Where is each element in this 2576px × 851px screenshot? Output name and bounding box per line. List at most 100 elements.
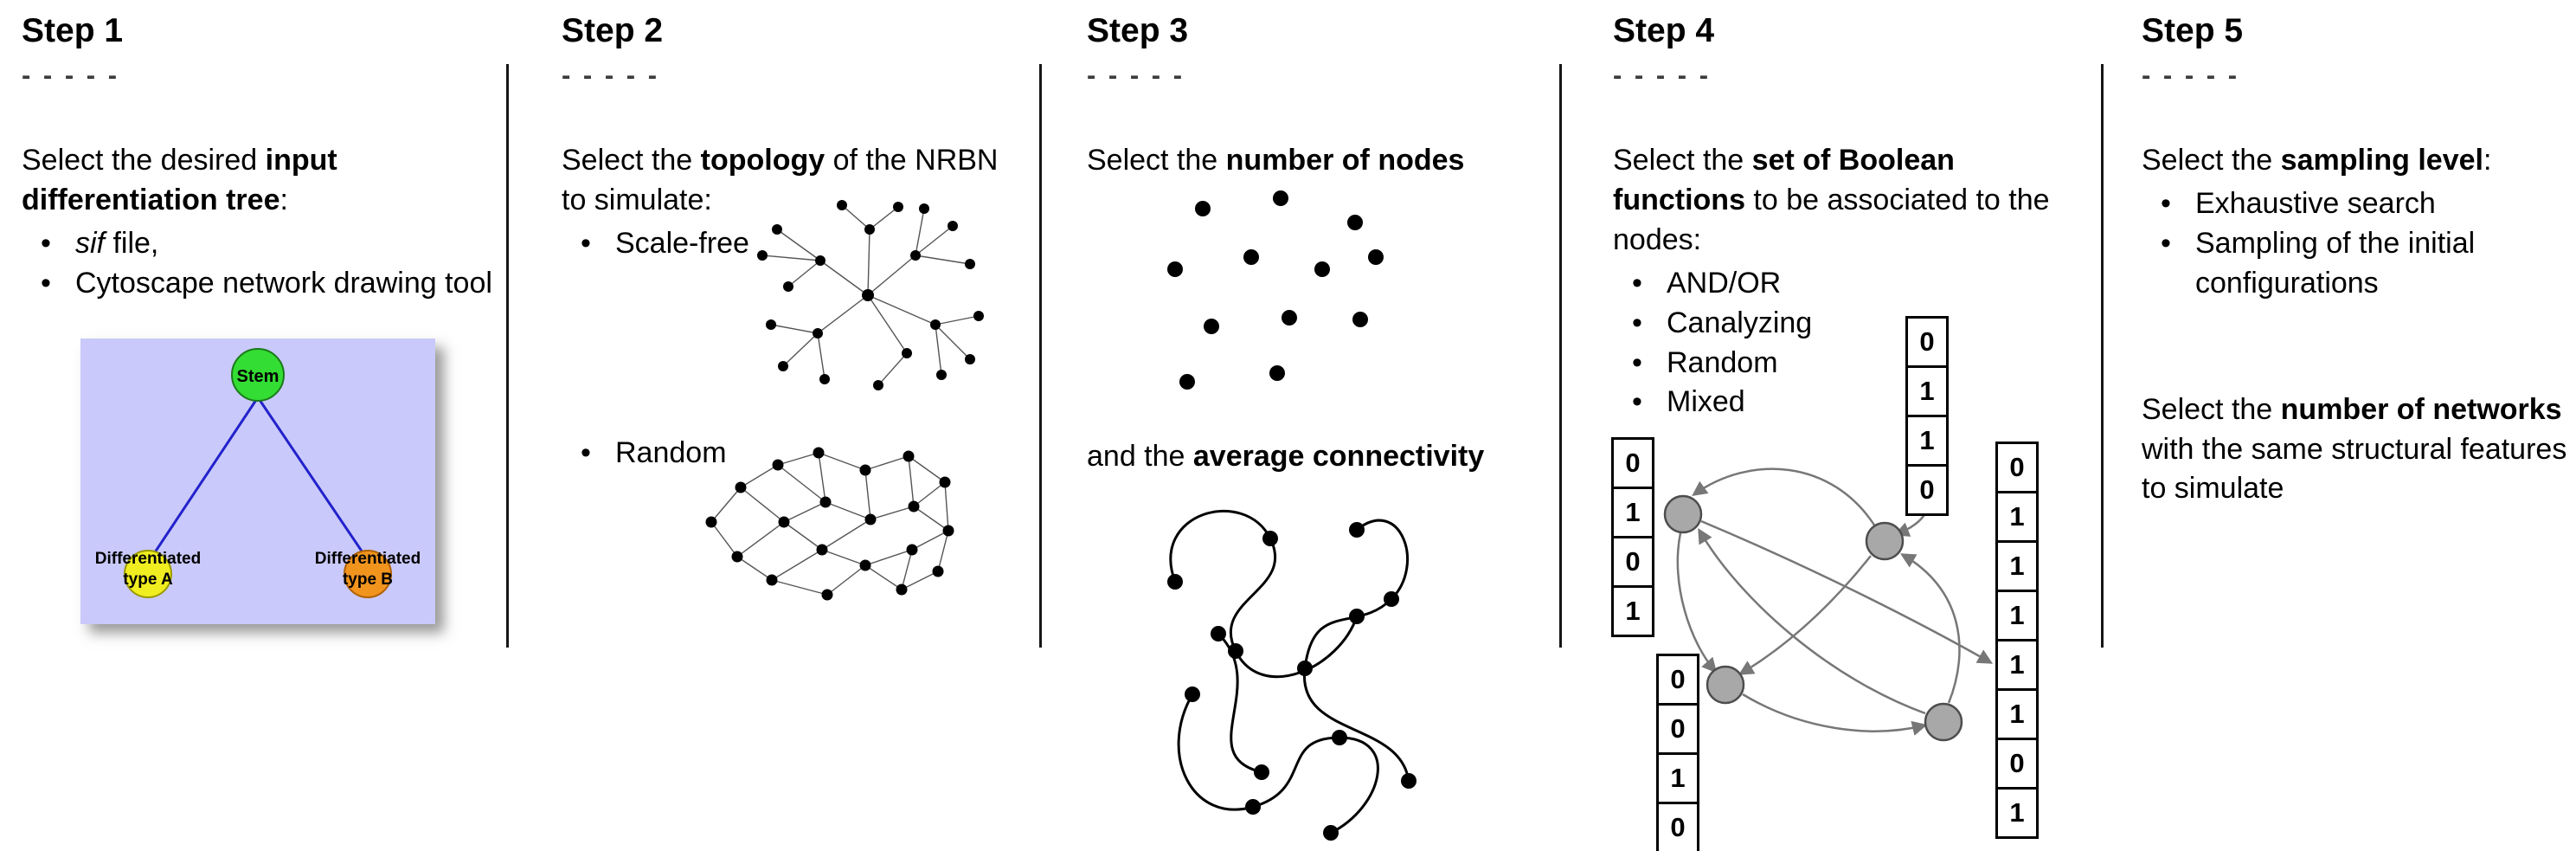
truth-table-cell: 1 — [1905, 365, 1949, 417]
connectivity-curves — [1169, 509, 1410, 835]
truth-table-cell: 0 — [1611, 536, 1654, 588]
step-5-networks-text: Select the number of networks with the s… — [2142, 390, 2567, 510]
sif-rest: file, — [105, 226, 159, 260]
step-1-intro-bold: input differentiation tree — [22, 144, 337, 217]
step-4-intro-bold: set of Boolean functions — [1613, 144, 1955, 217]
step-1-intro-post: : — [279, 184, 288, 217]
step-5-bullet-sampling: Sampling of the initial configurations — [2142, 224, 2567, 304]
truth-table-cell: 1 — [1656, 752, 1699, 804]
step-2-intro-bold: topology — [700, 144, 825, 177]
tree-edge-stem-b — [256, 396, 366, 556]
truth-table-cell: 0 — [1656, 654, 1699, 706]
connectivity-nodes — [1167, 522, 1416, 841]
step-4-intro-pre: Select the — [1613, 144, 1752, 177]
step-5-intro-pre: Select the — [2142, 144, 2281, 177]
step-5-intro: Select the sampling level: — [2142, 141, 2567, 181]
step-2-bullet-random: Random — [562, 434, 1031, 474]
step-3-second-bold: average connectivity — [1192, 440, 1485, 474]
step-5-second-post: with the same structural features to sim… — [2142, 432, 2567, 506]
step-4-dashes: - - - - - — [1613, 59, 1712, 90]
truth-table-right: 0 1 1 1 1 1 0 1 — [1995, 442, 2039, 839]
step-4-bullet-list: AND/OR Canalyzing Random Mixed — [1613, 264, 2092, 423]
step-2-bullet-scale-free: Scale-free — [562, 224, 1031, 264]
column-divider — [2101, 64, 2104, 648]
step-4-title: Step 4 — [1613, 12, 1715, 49]
truth-table-cell: 1 — [1995, 540, 2039, 592]
step-5-title: Step 5 — [2142, 12, 2244, 49]
step-5-bullet-list: Exhaustive search Sampling of the initia… — [2142, 184, 2567, 304]
step-2-intro-post: of the NRBN to simulate: — [562, 144, 999, 217]
scale-free-nodes — [757, 200, 984, 390]
step-4-bullet-and-or: AND/OR — [1613, 264, 2092, 304]
truth-table-cell: 0 — [1656, 703, 1699, 755]
boolean-network-diagram: 0 1 0 1 0 1 1 0 0 1 1 1 1 1 0 1 — [1611, 316, 2039, 851]
truth-table-left: 0 1 0 1 — [1611, 437, 1654, 637]
step-5-second-pre: Select the — [2142, 392, 2281, 426]
step-2-column: Step 2 - - - - - Select the topology of … — [506, 0, 1039, 851]
differentiated-type-a-node — [124, 549, 172, 598]
type-b-label-line1: Differentiated — [315, 550, 421, 568]
truth-table-cell: 1 — [1611, 585, 1654, 637]
truth-table-cell: 0 — [1995, 738, 2039, 790]
step-1-dashes: - - - - - — [22, 59, 120, 90]
step-5-second-bold: number of networks — [2280, 392, 2562, 426]
step-1-title: Step 1 — [22, 12, 124, 49]
differentiation-tree-svg: Stem Differentiated type A Differentiate… — [80, 338, 435, 624]
differentiated-type-b-node — [344, 549, 392, 598]
truth-table-cell: 1 — [1995, 590, 2039, 641]
step-4-intro-post: to be associated to the nodes: — [1613, 184, 2050, 256]
sif-italic: sif — [75, 226, 105, 260]
truth-table-cell: 1 — [1611, 487, 1654, 538]
step-5-intro-bold: sampling level — [2280, 144, 2483, 177]
step-3-intro-pre: Select the — [1087, 144, 1226, 177]
type-a-label-line2: type A — [123, 571, 173, 589]
truth-table-cell: 0 — [1611, 437, 1654, 489]
step-4-column: Step 4 - - - - - Select the set of Boole… — [1559, 0, 2101, 851]
step-1-intro: Select the desired input differentiation… — [22, 141, 498, 221]
truth-table-bottom: 0 0 1 0 — [1656, 654, 1699, 851]
step-1-bullet-list: sif file, Cytoscape network drawing tool — [22, 224, 498, 304]
random-nodes — [705, 447, 954, 601]
step-1-intro-pre: Select the desired — [22, 144, 266, 177]
step-2-bullet-list: Scale-free Random — [562, 224, 1031, 474]
step-5-intro-post: : — [2483, 144, 2492, 177]
boolean-network-svg — [1663, 467, 1994, 742]
gene-node-a — [1663, 494, 1703, 534]
truth-table-cell: 1 — [1905, 415, 1949, 467]
step-3-connectivity-text: and the average connectivity — [1087, 437, 1551, 477]
random-network-image — [705, 447, 954, 601]
truth-table-cell: 1 — [1995, 639, 2039, 691]
step-4-bullet-canalyzing: Canalyzing — [1613, 304, 2092, 344]
gene-node-d — [1924, 702, 1963, 742]
scale-free-edges — [761, 204, 980, 386]
scale-free-network-image — [757, 200, 984, 390]
truth-table-cell: 0 — [1995, 442, 2039, 493]
boolean-network-nodes — [1663, 494, 1963, 742]
step-1-bullet-cytoscape: Cytoscape network drawing tool — [22, 264, 498, 304]
truth-table-cell: 1 — [1995, 787, 2039, 839]
truth-table-cell: 0 — [1905, 464, 1949, 516]
step-3-title: Step 3 — [1087, 12, 1189, 49]
step-2-title: Step 2 — [562, 12, 664, 49]
step-2-intro: Select the topology of the NRBN to simul… — [562, 141, 1031, 221]
stem-node — [231, 347, 285, 402]
step-5-column: Step 5 - - - - - Select the sampling lev… — [2101, 0, 2576, 851]
stem-label: Stem — [237, 367, 279, 386]
column-divider — [1559, 64, 1562, 648]
step-5-dashes: - - - - - — [2142, 59, 2240, 90]
truth-table-top: 0 1 1 0 — [1905, 316, 1949, 516]
step-5-bullet-exhaustive: Exhaustive search — [2142, 184, 2567, 224]
column-divider — [1039, 64, 1042, 648]
connectivity-network-image — [1167, 509, 1416, 841]
step-3-dashes: - - - - - — [1087, 59, 1185, 90]
tree-edge-stem-a — [151, 396, 260, 556]
type-b-label-line2: type B — [343, 571, 393, 589]
step-3-second-pre: and the — [1087, 440, 1193, 474]
type-a-label-line1: Differentiated — [95, 550, 201, 568]
gene-node-b — [1865, 521, 1905, 561]
node-dots — [1167, 190, 1384, 390]
truth-table-cell: 1 — [1995, 491, 2039, 543]
truth-table-cell: 1 — [1995, 688, 2039, 740]
truth-table-cell: 0 — [1905, 316, 1949, 368]
